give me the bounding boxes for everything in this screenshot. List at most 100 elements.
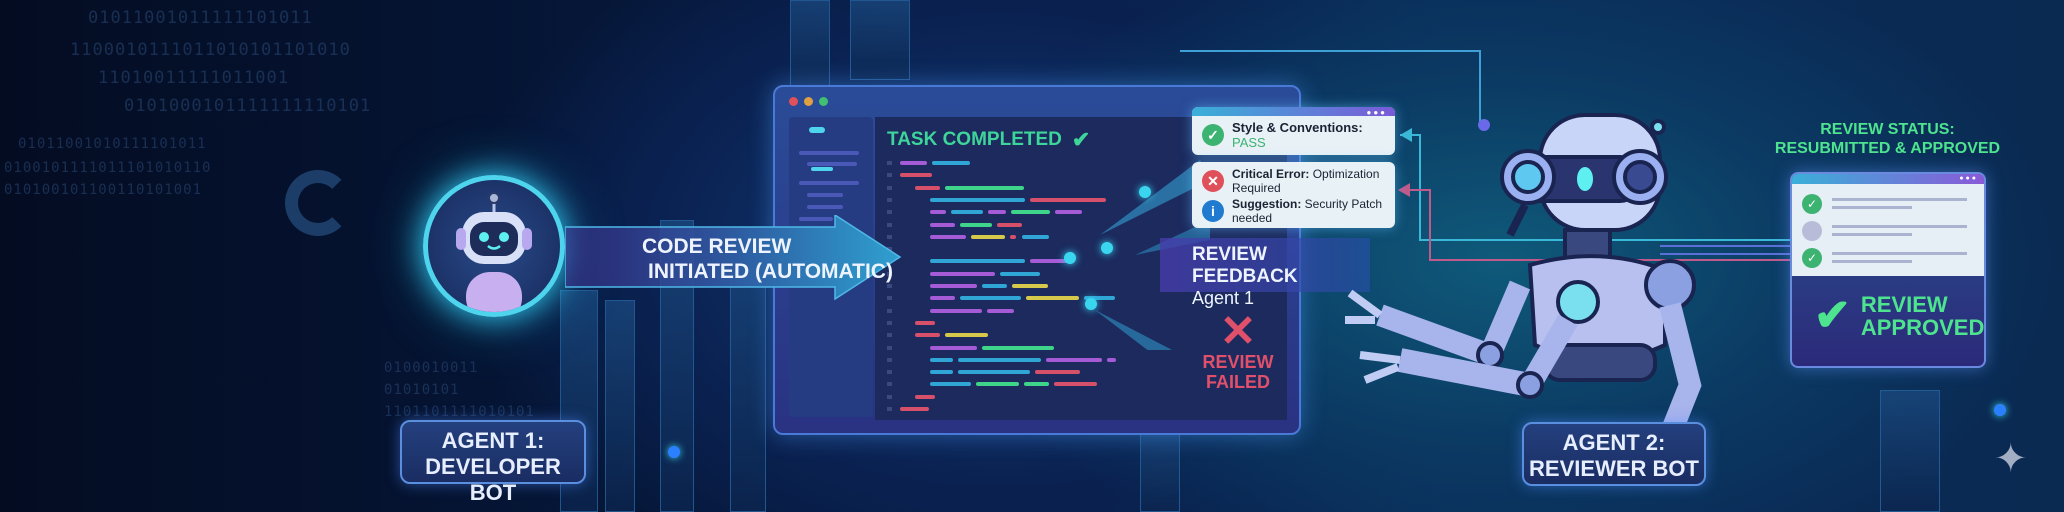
code-token bbox=[1010, 234, 1017, 239]
file-tree-item[interactable] bbox=[799, 181, 859, 185]
review-feedback-banner: REVIEW FEEDBACK Agent 1 bbox=[1160, 238, 1370, 308]
check-icon: ✔ bbox=[1814, 291, 1851, 340]
agent2-label: AGENT 2: REVIEWER BOT bbox=[1522, 422, 1706, 486]
code-token bbox=[975, 382, 1019, 387]
code-token bbox=[1023, 382, 1049, 387]
line-gutter-marker bbox=[887, 222, 892, 227]
code-token bbox=[900, 407, 929, 411]
binary-text: 01011001011111101011 bbox=[88, 8, 313, 28]
pending-circle-icon bbox=[1802, 220, 1822, 241]
file-tree-item[interactable] bbox=[799, 151, 859, 155]
x-circle-icon: ✕ bbox=[1202, 170, 1224, 192]
code-token bbox=[930, 271, 995, 276]
binary-text: 01011001010111101011 bbox=[18, 136, 207, 152]
file-tree-item[interactable] bbox=[807, 162, 857, 166]
code-token bbox=[996, 222, 1022, 227]
code-token bbox=[930, 296, 956, 301]
maximize-dot[interactable] bbox=[819, 97, 828, 106]
line-gutter-marker bbox=[887, 271, 892, 276]
code-token bbox=[958, 370, 1031, 375]
checklist-item: ✓ bbox=[1802, 244, 1974, 271]
binary-text: 1100010111011010101101010 bbox=[70, 40, 351, 60]
feedback-title: Suggestion: bbox=[1232, 197, 1302, 211]
close-dot[interactable] bbox=[789, 97, 798, 106]
code-token bbox=[930, 370, 954, 375]
feedback-item: i Suggestion: Security Patch needed bbox=[1192, 196, 1395, 226]
code-token bbox=[915, 185, 941, 190]
reviewer-robot bbox=[1345, 113, 1702, 435]
code-anchor-dot bbox=[1101, 242, 1113, 254]
line-gutter-marker bbox=[887, 407, 892, 411]
line-gutter-marker bbox=[887, 308, 892, 313]
code-token bbox=[1035, 370, 1081, 375]
line-gutter-marker bbox=[887, 284, 892, 288]
code-token bbox=[1083, 296, 1116, 301]
code-token bbox=[930, 210, 947, 215]
checklist-item: ✓ bbox=[1802, 190, 1974, 217]
info-circle-icon: i bbox=[1202, 200, 1224, 222]
task-status: TASK COMPLETED ✔ bbox=[887, 127, 1090, 153]
review-status-line2: RESUBMITTED & APPROVED bbox=[1774, 140, 2001, 157]
line-gutter-marker bbox=[887, 382, 892, 387]
feedback-title: Style & Conventions: bbox=[1232, 120, 1363, 135]
feedback-value: PASS bbox=[1232, 135, 1266, 150]
code-token bbox=[1046, 357, 1102, 362]
donut-decoration bbox=[285, 170, 351, 236]
review-failed-line1: REVIEW bbox=[1202, 352, 1274, 372]
card-titlebar: ●●● bbox=[1192, 107, 1395, 117]
feedback-item: ✓ Style & Conventions: PASS bbox=[1192, 116, 1395, 154]
code-anchor-dot bbox=[1064, 252, 1076, 264]
code-token bbox=[1029, 197, 1106, 202]
more-icon[interactable]: ●●● bbox=[1366, 108, 1387, 117]
code-token bbox=[915, 320, 935, 325]
code-token bbox=[930, 308, 983, 313]
file-tree-item[interactable] bbox=[811, 167, 833, 171]
code-token bbox=[958, 357, 1042, 362]
line-gutter-marker bbox=[887, 320, 892, 325]
code-token bbox=[1107, 357, 1116, 362]
minimize-dot[interactable] bbox=[804, 97, 813, 106]
agent2-label-line1: AGENT 2: bbox=[1562, 430, 1666, 455]
code-token bbox=[1012, 284, 1048, 288]
window-controls bbox=[789, 97, 828, 106]
check-circle-icon: ✓ bbox=[1202, 124, 1224, 146]
checklist-item bbox=[1802, 217, 1974, 244]
code-token bbox=[930, 222, 956, 227]
sparkle-icon: ✦ bbox=[1994, 437, 2028, 481]
code-token bbox=[1026, 296, 1079, 301]
checklist: ✓✓ bbox=[1792, 184, 1984, 276]
building bbox=[605, 300, 635, 512]
file-tree-item[interactable] bbox=[799, 217, 833, 221]
code-token bbox=[930, 197, 1025, 202]
flow-arrow-label: CODE REVIEW INITIATED (AUTOMATIC) bbox=[642, 234, 893, 284]
code-anchor-dot bbox=[1085, 298, 1097, 310]
sidebar-tab[interactable] bbox=[809, 127, 825, 133]
file-tree-item[interactable] bbox=[807, 205, 843, 209]
code-token bbox=[1055, 210, 1083, 215]
approved-card: ●●● ✓✓ ✔ REVIEW APPROVED bbox=[1790, 172, 1986, 368]
line-gutter-marker bbox=[887, 247, 892, 252]
code-token bbox=[987, 308, 1015, 313]
code-token bbox=[960, 296, 1022, 301]
node-dot bbox=[668, 446, 680, 458]
file-tree-item[interactable] bbox=[807, 193, 843, 197]
agent1-avatar bbox=[423, 175, 565, 317]
code-token bbox=[1021, 234, 1049, 239]
review-status-line1: REVIEW STATUS: bbox=[1820, 121, 1955, 138]
feedback-title: Critical Error: bbox=[1232, 167, 1310, 181]
building bbox=[790, 0, 830, 90]
code-token bbox=[981, 284, 1007, 288]
review-status-heading: REVIEW STATUS: RESUBMITTED & APPROVED bbox=[1770, 120, 2005, 158]
line-gutter-marker bbox=[887, 357, 892, 362]
building bbox=[1880, 390, 1940, 512]
agent1-label-line1: AGENT 1: bbox=[441, 428, 545, 453]
code-anchor-dot bbox=[1139, 186, 1151, 198]
check-circle-icon: ✓ bbox=[1802, 193, 1822, 214]
feedback-value: Optimization Required bbox=[1232, 167, 1380, 195]
agent2-label-line2: REVIEWER BOT bbox=[1529, 456, 1699, 481]
binary-text: 0100010011 bbox=[384, 360, 479, 376]
code-token bbox=[930, 357, 954, 362]
code-token bbox=[971, 234, 1006, 239]
more-icon[interactable]: ●●● bbox=[1959, 175, 1978, 182]
line-gutter-marker bbox=[887, 210, 892, 215]
